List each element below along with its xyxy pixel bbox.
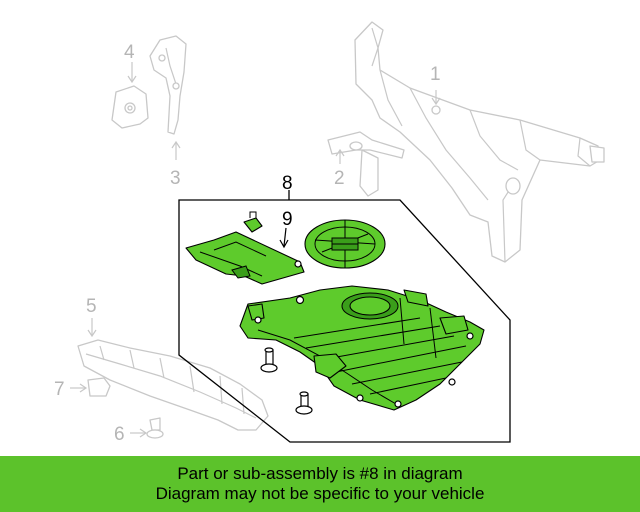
banner-line-2: Diagram may not be specific to your vehi… [155, 484, 485, 503]
part-8-outline [178, 199, 511, 443]
callout-2: 2 [334, 168, 345, 189]
callout-4: 4 [124, 42, 135, 63]
callout-8: 8 [282, 173, 293, 194]
callout-3: 3 [170, 168, 181, 189]
callout-1: 1 [430, 64, 441, 85]
banner-line-1: Part or sub-assembly is #8 in diagram [177, 464, 463, 483]
callout-7: 7 [54, 379, 65, 400]
bolt-upper[interactable] [260, 347, 278, 373]
callout-6: 6 [114, 424, 125, 445]
callout-5: 5 [86, 296, 97, 317]
front-cover-part-9[interactable]: 9 [185, 209, 305, 285]
lower-deflector-parts-5-7: 5 7 6 [54, 296, 269, 445]
radiator-support-part-1: 1 2 [327, 21, 605, 263]
bracket-parts-3-4: 4 3 [111, 35, 187, 189]
info-banner: Part or sub-assembly is #8 in diagram Di… [0, 456, 640, 512]
engine-under-cover-part-8[interactable] [239, 285, 485, 411]
bolt-lower[interactable] [295, 391, 313, 415]
callout-9: 9 [282, 209, 293, 230]
parts-diagram: 1 2 4 3 5 7 6 [54, 21, 605, 445]
round-vent-cover[interactable] [304, 219, 386, 269]
